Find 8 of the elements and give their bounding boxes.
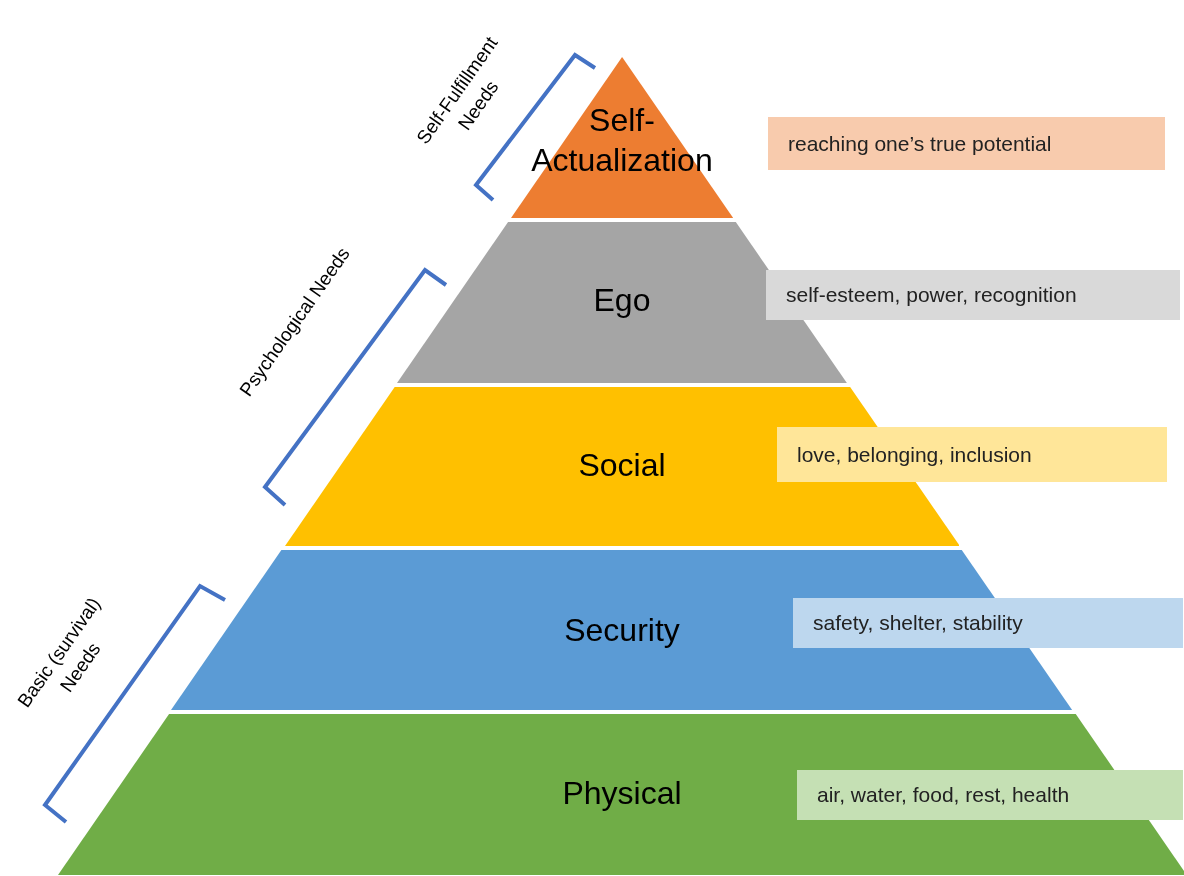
layer-title: Social bbox=[577, 446, 667, 485]
description-box: safety, shelter, stability bbox=[793, 598, 1183, 648]
description-box: reaching one’s true potential bbox=[768, 117, 1165, 170]
layer-title: Security bbox=[563, 611, 681, 650]
layer-title: Physical bbox=[561, 774, 683, 813]
description-box: self-esteem, power, recognition bbox=[766, 270, 1180, 320]
description-box: love, belonging, inclusion bbox=[777, 427, 1167, 482]
layer-title: Ego bbox=[592, 281, 652, 320]
